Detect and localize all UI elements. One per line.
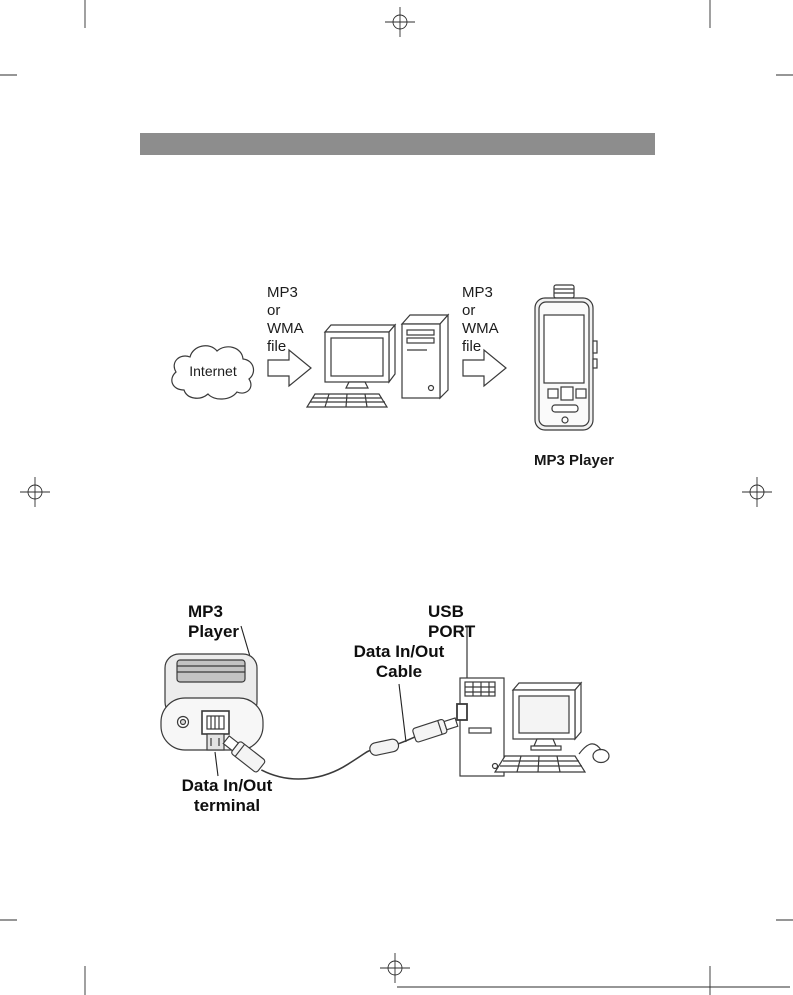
cable-label-line1: Data In/Out	[353, 642, 445, 661]
file-type-label-right-line2: WMA file	[462, 320, 498, 355]
mp3-player-illustration	[534, 284, 598, 431]
monitor-screen	[330, 337, 384, 377]
file-type-label-right: MP3 or WMA file	[462, 284, 498, 356]
terminal-label-line1: Data In/Out	[181, 776, 273, 795]
desktop-computer-illustration	[305, 313, 450, 408]
file-type-label-left-line2: WMA file	[267, 320, 303, 355]
cable-label-line2: Cable	[375, 662, 423, 681]
usb-port-label: USB PORT	[428, 602, 476, 641]
pc-monitor-screen	[518, 695, 570, 734]
leader-line-terminal	[214, 751, 219, 777]
file-type-label-right-line1: MP3 or	[462, 284, 493, 319]
data-in-out-terminal	[201, 710, 230, 735]
flow-arrow-right-icon	[462, 348, 507, 388]
mp3-player-bottom-illustration	[160, 653, 264, 751]
player-screen	[543, 314, 585, 384]
registration-mark-bottom	[380, 953, 410, 983]
file-type-label-left-line1: MP3 or	[267, 284, 298, 319]
registration-mark-left	[20, 477, 50, 507]
terminal-label-line2: terminal	[193, 796, 261, 815]
registration-mark-top	[385, 7, 415, 37]
section-header-bar	[140, 133, 655, 155]
cable-connector-left	[222, 735, 266, 773]
registration-mark-right	[742, 477, 772, 507]
cable-label: Data In/Out Cable	[344, 642, 454, 682]
flow-arrow-right-icon	[267, 348, 312, 388]
internet-cloud	[171, 345, 255, 400]
leader-line-cable	[398, 683, 407, 743]
internet-label: Internet	[189, 363, 237, 379]
pc-with-tower-illustration	[456, 677, 610, 777]
usb-port	[456, 703, 468, 721]
player-caption: MP3 Player	[533, 452, 615, 469]
mouse	[592, 748, 610, 764]
usb-cable-illustration	[222, 717, 459, 780]
connection-player-label: MP3 Player	[188, 602, 240, 641]
file-type-label-left: MP3 or WMA file	[267, 284, 303, 356]
terminal-label: Data In/Out terminal	[172, 776, 282, 816]
cable-connector-right	[412, 717, 459, 743]
cable-ferrite-bead	[369, 738, 400, 756]
